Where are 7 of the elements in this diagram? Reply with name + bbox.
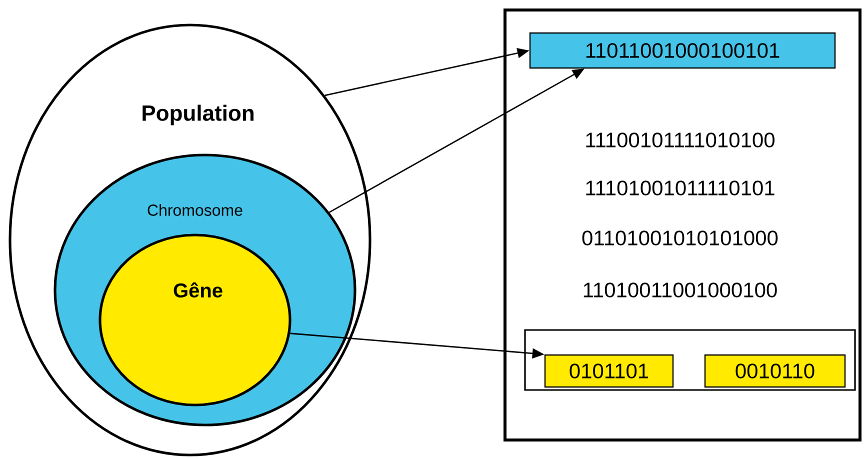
binary-string: 11010011001000100: [584, 282, 777, 298]
gene-bar: 0101101: [544, 354, 674, 388]
binary-string: 01101001010101000: [582, 230, 778, 246]
chromosome-bar: 11011001000100101: [529, 32, 836, 69]
gene-bar: 0010110: [704, 354, 846, 388]
binary-string: 11101001011110101: [586, 180, 774, 196]
binary-string: 11100101111010100: [586, 132, 774, 148]
